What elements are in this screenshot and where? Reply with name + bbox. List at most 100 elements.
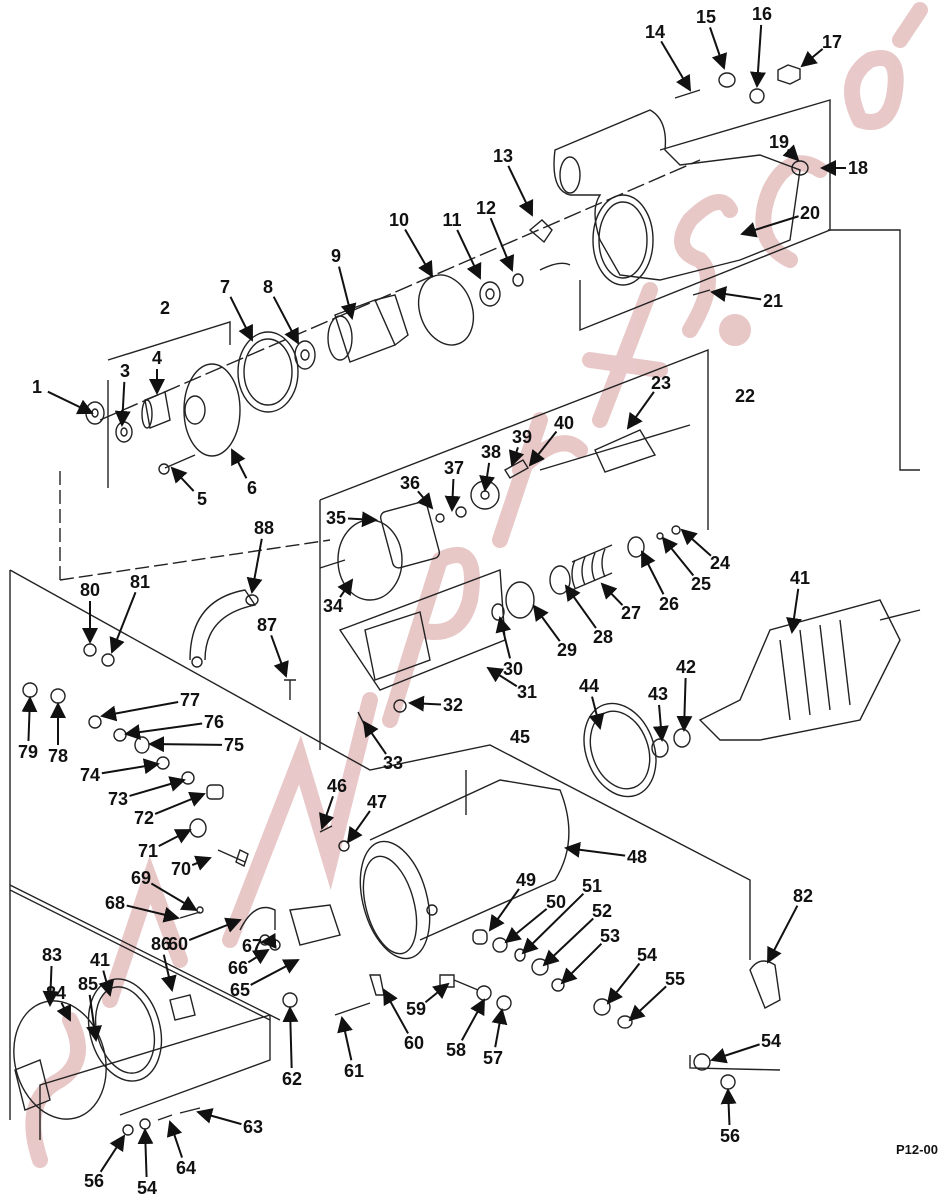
leader-arrow <box>126 904 180 923</box>
leader-arrow <box>282 1006 299 1069</box>
callout-24: 24 <box>709 553 731 573</box>
callout-13: 13 <box>492 146 514 166</box>
callout-8: 8 <box>262 277 274 297</box>
callout-27: 27 <box>620 603 642 623</box>
callout-19: 19 <box>768 132 790 152</box>
leader-arrow <box>404 228 434 278</box>
leader-arrow <box>495 616 512 659</box>
leader-arrow <box>504 908 548 944</box>
leader-arrow <box>564 584 597 629</box>
callout-12: 12 <box>475 198 497 218</box>
leader-arrow <box>270 634 289 678</box>
leader-arrow <box>786 588 802 634</box>
callout-32: 32 <box>442 695 464 715</box>
callout-81: 81 <box>129 572 151 592</box>
leader-arrow <box>521 892 585 955</box>
leader-arrow <box>507 165 534 217</box>
leader-arrow <box>661 536 695 577</box>
callout-36: 36 <box>399 473 421 493</box>
callout-39: 39 <box>511 427 533 447</box>
callout-30: 30 <box>502 659 524 679</box>
leader-arrow <box>338 266 357 320</box>
leader-arrow <box>170 466 195 492</box>
leader-arrow <box>161 954 177 992</box>
callout-80: 80 <box>79 580 101 600</box>
callout-60: 60 <box>403 1033 425 1053</box>
leader-arrow <box>740 215 799 238</box>
leader-arrow <box>347 511 378 528</box>
callout-17: 17 <box>821 32 843 52</box>
leader-arrow <box>250 959 300 986</box>
callout-61: 61 <box>343 1061 365 1081</box>
callout-54: 54 <box>136 1178 158 1198</box>
leader-arrow <box>680 528 712 557</box>
callout-35: 35 <box>325 508 347 528</box>
callout-29: 29 <box>556 640 578 660</box>
callout-28: 28 <box>592 627 614 647</box>
callout-15: 15 <box>695 7 717 27</box>
leader-arrow <box>652 704 669 742</box>
callout-77: 77 <box>179 690 201 710</box>
leader-arrow <box>158 829 192 847</box>
callout-42: 42 <box>675 657 697 677</box>
callout-60: 60 <box>167 934 189 954</box>
leader-arrow <box>98 970 115 997</box>
leader-arrow <box>588 696 605 730</box>
leader-arrow <box>710 286 762 302</box>
callout-2: 2 <box>159 298 171 318</box>
callout-37: 37 <box>443 458 465 478</box>
leader-arrow <box>47 390 94 415</box>
callout-11: 11 <box>442 210 462 230</box>
leader-arrow <box>444 478 461 512</box>
callout-4: 4 <box>151 348 163 368</box>
leader-arrow <box>626 391 655 430</box>
callout-73: 73 <box>107 789 129 809</box>
leader-arrow <box>124 722 203 741</box>
leader-arrow <box>416 490 434 510</box>
callout-45: 45 <box>509 727 531 747</box>
callout-53: 53 <box>599 926 621 946</box>
leader-arrow <box>456 229 482 280</box>
callout-54: 54 <box>636 945 658 965</box>
callout-70: 70 <box>170 859 192 879</box>
callout-23: 23 <box>650 373 672 393</box>
leader-arrow <box>383 988 409 1034</box>
callout-71: 71 <box>137 841 159 861</box>
callout-41: 41 <box>789 568 811 588</box>
leader-arrow <box>166 1120 184 1158</box>
figure-code: P12-00 <box>896 1142 938 1157</box>
callout-83: 83 <box>41 945 63 965</box>
leader-arrow <box>676 677 693 732</box>
callout-26: 26 <box>658 594 680 614</box>
callout-14: 14 <box>644 22 666 42</box>
callout-16: 16 <box>751 4 773 24</box>
callout-49: 49 <box>515 870 537 890</box>
leader-arrow <box>148 736 223 753</box>
callout-65: 65 <box>229 980 251 1000</box>
callout-40: 40 <box>553 413 575 433</box>
leader-arrow <box>272 296 299 345</box>
callout-5: 5 <box>196 489 208 509</box>
callout-47: 47 <box>366 792 388 812</box>
callout-86: 86 <box>150 934 172 954</box>
callout-1: 1 <box>31 377 43 397</box>
callout-43: 43 <box>647 684 669 704</box>
callout-88: 88 <box>253 518 275 538</box>
callout-51: 51 <box>581 876 603 896</box>
callout-41: 41 <box>89 950 111 970</box>
leader-arrow <box>709 27 728 70</box>
callout-57: 57 <box>482 1048 504 1068</box>
callout-79: 79 <box>17 742 39 762</box>
leader-arrow <box>346 810 371 844</box>
leader-arrow <box>486 666 518 688</box>
callout-75: 75 <box>223 735 245 755</box>
callout-25: 25 <box>690 574 712 594</box>
callout-68: 68 <box>104 893 126 913</box>
callout-46: 46 <box>326 776 348 796</box>
callout-44: 44 <box>578 676 600 696</box>
leader-arrow <box>150 882 198 912</box>
leader-arrow <box>564 841 626 858</box>
leader-arrow <box>528 430 558 467</box>
callout-78: 78 <box>47 746 69 766</box>
leader-arrow <box>56 1002 72 1022</box>
